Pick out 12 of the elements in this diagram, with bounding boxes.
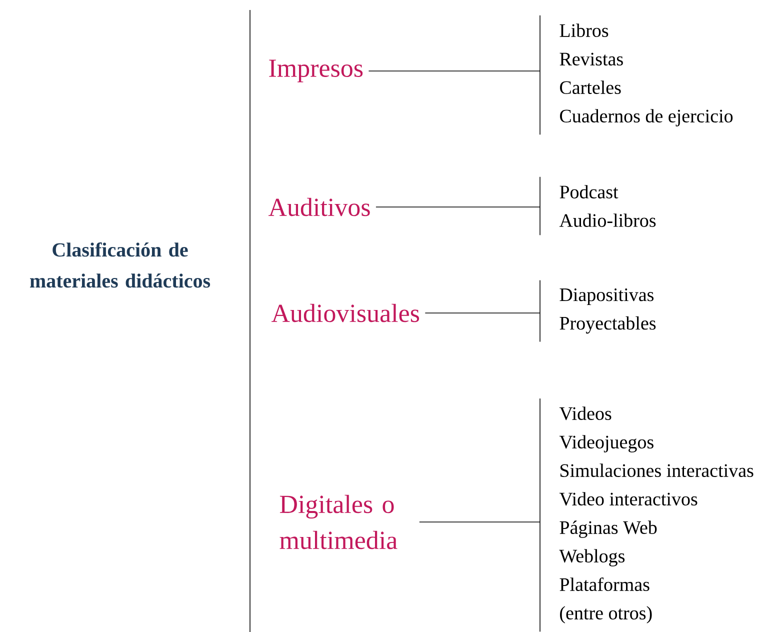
title-text: Clasificación de materiales didácticos — [30, 242, 210, 288]
item-list: Podcast Audio-libros — [559, 185, 656, 227]
item-list: Diapositivas Proyectables — [560, 288, 656, 334]
connector-line — [376, 206, 540, 208]
item-list: Libros Revistas Carteles Cuadernos de ejercicio — [560, 24, 733, 126]
category-label: Auditivos — [268, 198, 370, 216]
category-label: Digitales o multimedia — [280, 494, 398, 550]
connector-line — [424, 312, 540, 314]
item-list: Videos Videojuegos Simulaciones interactivas Video interactivos Páginas Web Weblogs Plataformas (entre otros) — [559, 406, 754, 624]
category-label: Audiovisuales — [271, 304, 420, 322]
connector-line — [368, 70, 540, 72]
category-label: Impresos — [269, 60, 363, 82]
